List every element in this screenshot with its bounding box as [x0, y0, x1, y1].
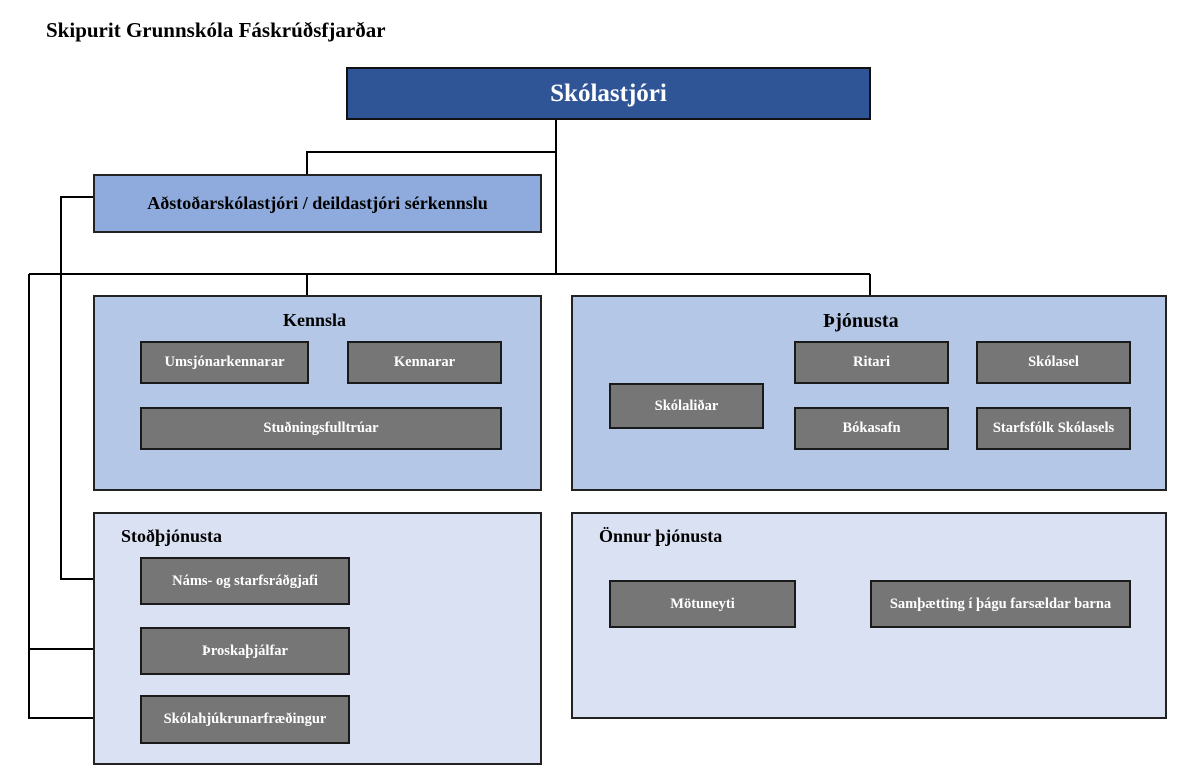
principal-label: Skólastjóri [550, 79, 667, 107]
unit-skolalidar: Skólaliðar [609, 383, 764, 429]
group-support-title: Stoðþjónusta [121, 526, 223, 546]
unit-motuneyti: Mötuneyti [609, 580, 796, 628]
group-other-title: Önnur þjónusta [599, 526, 723, 546]
group-services: Þjónusta Skólaliðar Ritari Bókasafn Skól… [571, 295, 1167, 491]
unit-starfsfolk-skolasels: Starfsfólk Skólasels [976, 407, 1131, 450]
unit-samthaetting: Samþætting í þágu farsældar barna [870, 580, 1131, 628]
group-other: Önnur þjónusta Mötuneyti Samþætting í þá… [571, 512, 1167, 719]
unit-studningsfulltruar: Stuðningsfulltrúar [140, 407, 502, 450]
group-services-title: Þjónusta [823, 310, 899, 332]
unit-throskathjalfar: Þroskaþjálfar [140, 627, 350, 675]
group-teaching: Kennsla Umsjónarkennarar Kennarar Stuðni… [93, 295, 542, 491]
group-support: Stoðþjónusta Náms- og starfsráðgjafi Þro… [93, 512, 542, 765]
unit-umsjonarkennarar: Umsjónarkennarar [140, 341, 309, 384]
unit-skolahjukrunarfraedingur: Skólahjúkrunarfræðingur [140, 695, 350, 744]
unit-kennarar: Kennarar [347, 341, 502, 384]
connector-deputy [306, 151, 556, 174]
unit-ritari: Ritari [794, 341, 949, 384]
unit-bokasafn: Bókasafn [794, 407, 949, 450]
unit-skolasel: Skólasel [976, 341, 1131, 384]
group-teaching-title: Kennsla [283, 310, 347, 330]
principal-box: Skólastjóri [346, 67, 871, 120]
page-title: Skipurit Grunnskóla Fáskrúðsfjarðar [46, 18, 386, 42]
deputy-box: Aðstoðarskólastjóri / deildastjóri sérke… [93, 174, 542, 233]
unit-nams-og-starfsradgjafi: Náms- og starfsráðgjafi [140, 557, 350, 605]
deputy-label: Aðstoðarskólastjóri / deildastjóri sérke… [147, 193, 488, 213]
